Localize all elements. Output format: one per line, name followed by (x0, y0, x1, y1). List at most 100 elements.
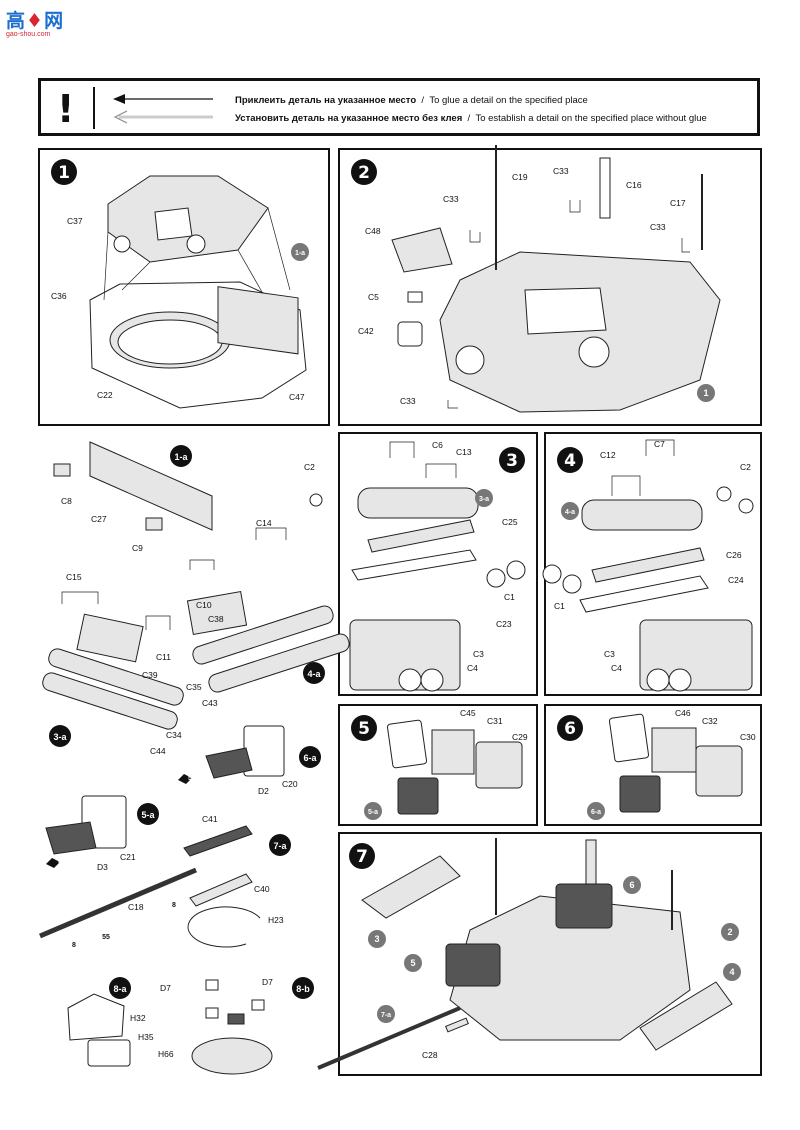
ref-2-label: 2 (727, 927, 732, 937)
part-label-c3: C3 (473, 649, 484, 659)
legend-noglue-row: Установить деталь на указанное место без… (235, 113, 707, 124)
step-2-badge (351, 159, 377, 185)
substep-6a: 6-a 5 D2 C20 (178, 725, 321, 796)
part-label-c33-c: C33 (650, 222, 666, 232)
part-label-h35: H35 (138, 1032, 154, 1042)
ref-5a-label: 5-a (368, 809, 378, 816)
ref-6-label: 6 (629, 880, 634, 890)
substep-5a: 5-a 5 C21 D3 (45, 795, 159, 872)
arrow-icons (113, 94, 213, 124)
ring-h23 (187, 906, 261, 948)
part-label-c39: C39 (142, 670, 158, 680)
substep-8b: 8-b H23 D7 D7 H66 (158, 906, 314, 1075)
substep-6a-badge (299, 746, 321, 768)
step-1: 1 C37 C36 C22 C47 1-a (51, 159, 309, 409)
part-label-c33-a: C33 (443, 194, 459, 204)
part-label-c9: C9 (132, 543, 143, 553)
plate-c27 (89, 441, 213, 531)
cover-c26 (591, 547, 705, 583)
logo-url: gao-shou.com (6, 31, 51, 38)
part-d7-b (205, 1007, 219, 1019)
part-label-c22: C22 (97, 390, 113, 400)
step-7-badge (349, 843, 375, 869)
part-label-c24: C24 (728, 575, 744, 585)
part-label-c42: C42 (358, 326, 374, 336)
part-label-d7-right: D7 (262, 977, 273, 987)
ref-4a-badge (561, 502, 579, 520)
tray-c23 (351, 549, 477, 581)
substep-5a-badge (137, 803, 159, 825)
no-glue-arrow-icon (113, 110, 213, 124)
step-2-number: 2 (358, 163, 370, 183)
part-c41 (183, 825, 253, 857)
step-5-number: 5 (358, 719, 370, 739)
cap-c1 (486, 568, 506, 588)
part-d7-c (251, 999, 265, 1011)
substep-7a: 7-a C41 C40 C18 8 8 55 (39, 814, 291, 949)
hatch-part (154, 207, 193, 241)
part-label-c41: C41 (202, 814, 218, 824)
hatch-right (578, 336, 610, 368)
tube-end-4a (646, 668, 670, 692)
part-label-c13: C13 (456, 447, 472, 457)
part-d2 (205, 747, 253, 779)
ref-4-badge (723, 963, 741, 981)
sprue-marker-5-5a (46, 858, 60, 868)
part-label-c37: C37 (67, 216, 83, 226)
part-label-c14: C14 (256, 518, 272, 528)
substep-8b-label: 8-b (296, 984, 310, 994)
substep-4a-label: 4-a (307, 669, 321, 679)
box-c31 (431, 729, 475, 775)
substep-8a-label: 8-a (113, 984, 127, 994)
part-c8 (53, 463, 71, 477)
mast-c16 (599, 157, 611, 219)
part-label-c4-4: C4 (611, 663, 622, 673)
hatch-ring-right (186, 234, 206, 254)
step-6-number: 6 (564, 719, 576, 739)
step-5: 5 C45 C31 C29 5-a (351, 708, 528, 820)
side-plate-part (217, 286, 299, 355)
cover-c29 (475, 741, 523, 789)
box-c48 (391, 227, 453, 273)
part-label-c27: C27 (91, 514, 107, 524)
step-3-number: 3 (506, 451, 518, 471)
exhaust-assembly-4 (639, 981, 733, 1051)
bracket-c38 (186, 590, 248, 636)
substep-3a-label: 3-a (53, 732, 67, 742)
site-logo: 高♦网 gao-shou.com (6, 6, 86, 40)
part-c42 (397, 321, 423, 347)
substep-1a-label: 1-a (174, 452, 188, 462)
gun-barrel (317, 1006, 461, 1070)
block-5a (397, 777, 439, 815)
part-label-c10: C10 (196, 600, 212, 610)
base-h66 (191, 1037, 273, 1075)
part-label-h32: H32 (130, 1013, 146, 1023)
part-label-c16: C16 (626, 180, 642, 190)
box-assembly-5 (445, 943, 501, 987)
part-label-c21: C21 (120, 852, 136, 862)
tube-end-4b (668, 668, 692, 692)
ref-3-badge (368, 930, 386, 948)
ref-7a-label: 7-a (381, 1012, 391, 1019)
sprue-8-a: 8 (172, 902, 176, 909)
substep-3a-badge (49, 725, 71, 747)
part-c9 (145, 517, 163, 531)
ref-4-label: 4 (729, 967, 734, 977)
tray-c24 (579, 575, 709, 613)
substep-7a-badge (269, 834, 291, 856)
part-label-c45: C45 (460, 708, 476, 718)
step-7: 7 3 5 6 2 4 7-a C28 (317, 838, 741, 1070)
part-label-c1-4: C1 (554, 601, 565, 611)
part-label-c11: C11 (156, 652, 171, 662)
part-label-c3-4: C3 (604, 649, 615, 659)
hatch-ring-left (113, 235, 131, 253)
ref-6a-label: 6-a (591, 809, 601, 816)
part-label-c47: C47 (289, 392, 305, 402)
part-label-c46: C46 (675, 708, 691, 718)
part-label-c15: C15 (66, 572, 82, 582)
sprue-5-6a: 5 (188, 775, 192, 782)
exhaust-tubes-4 (581, 499, 703, 531)
cap-c2 (309, 493, 323, 507)
ref-1-label: 1 (703, 388, 708, 398)
